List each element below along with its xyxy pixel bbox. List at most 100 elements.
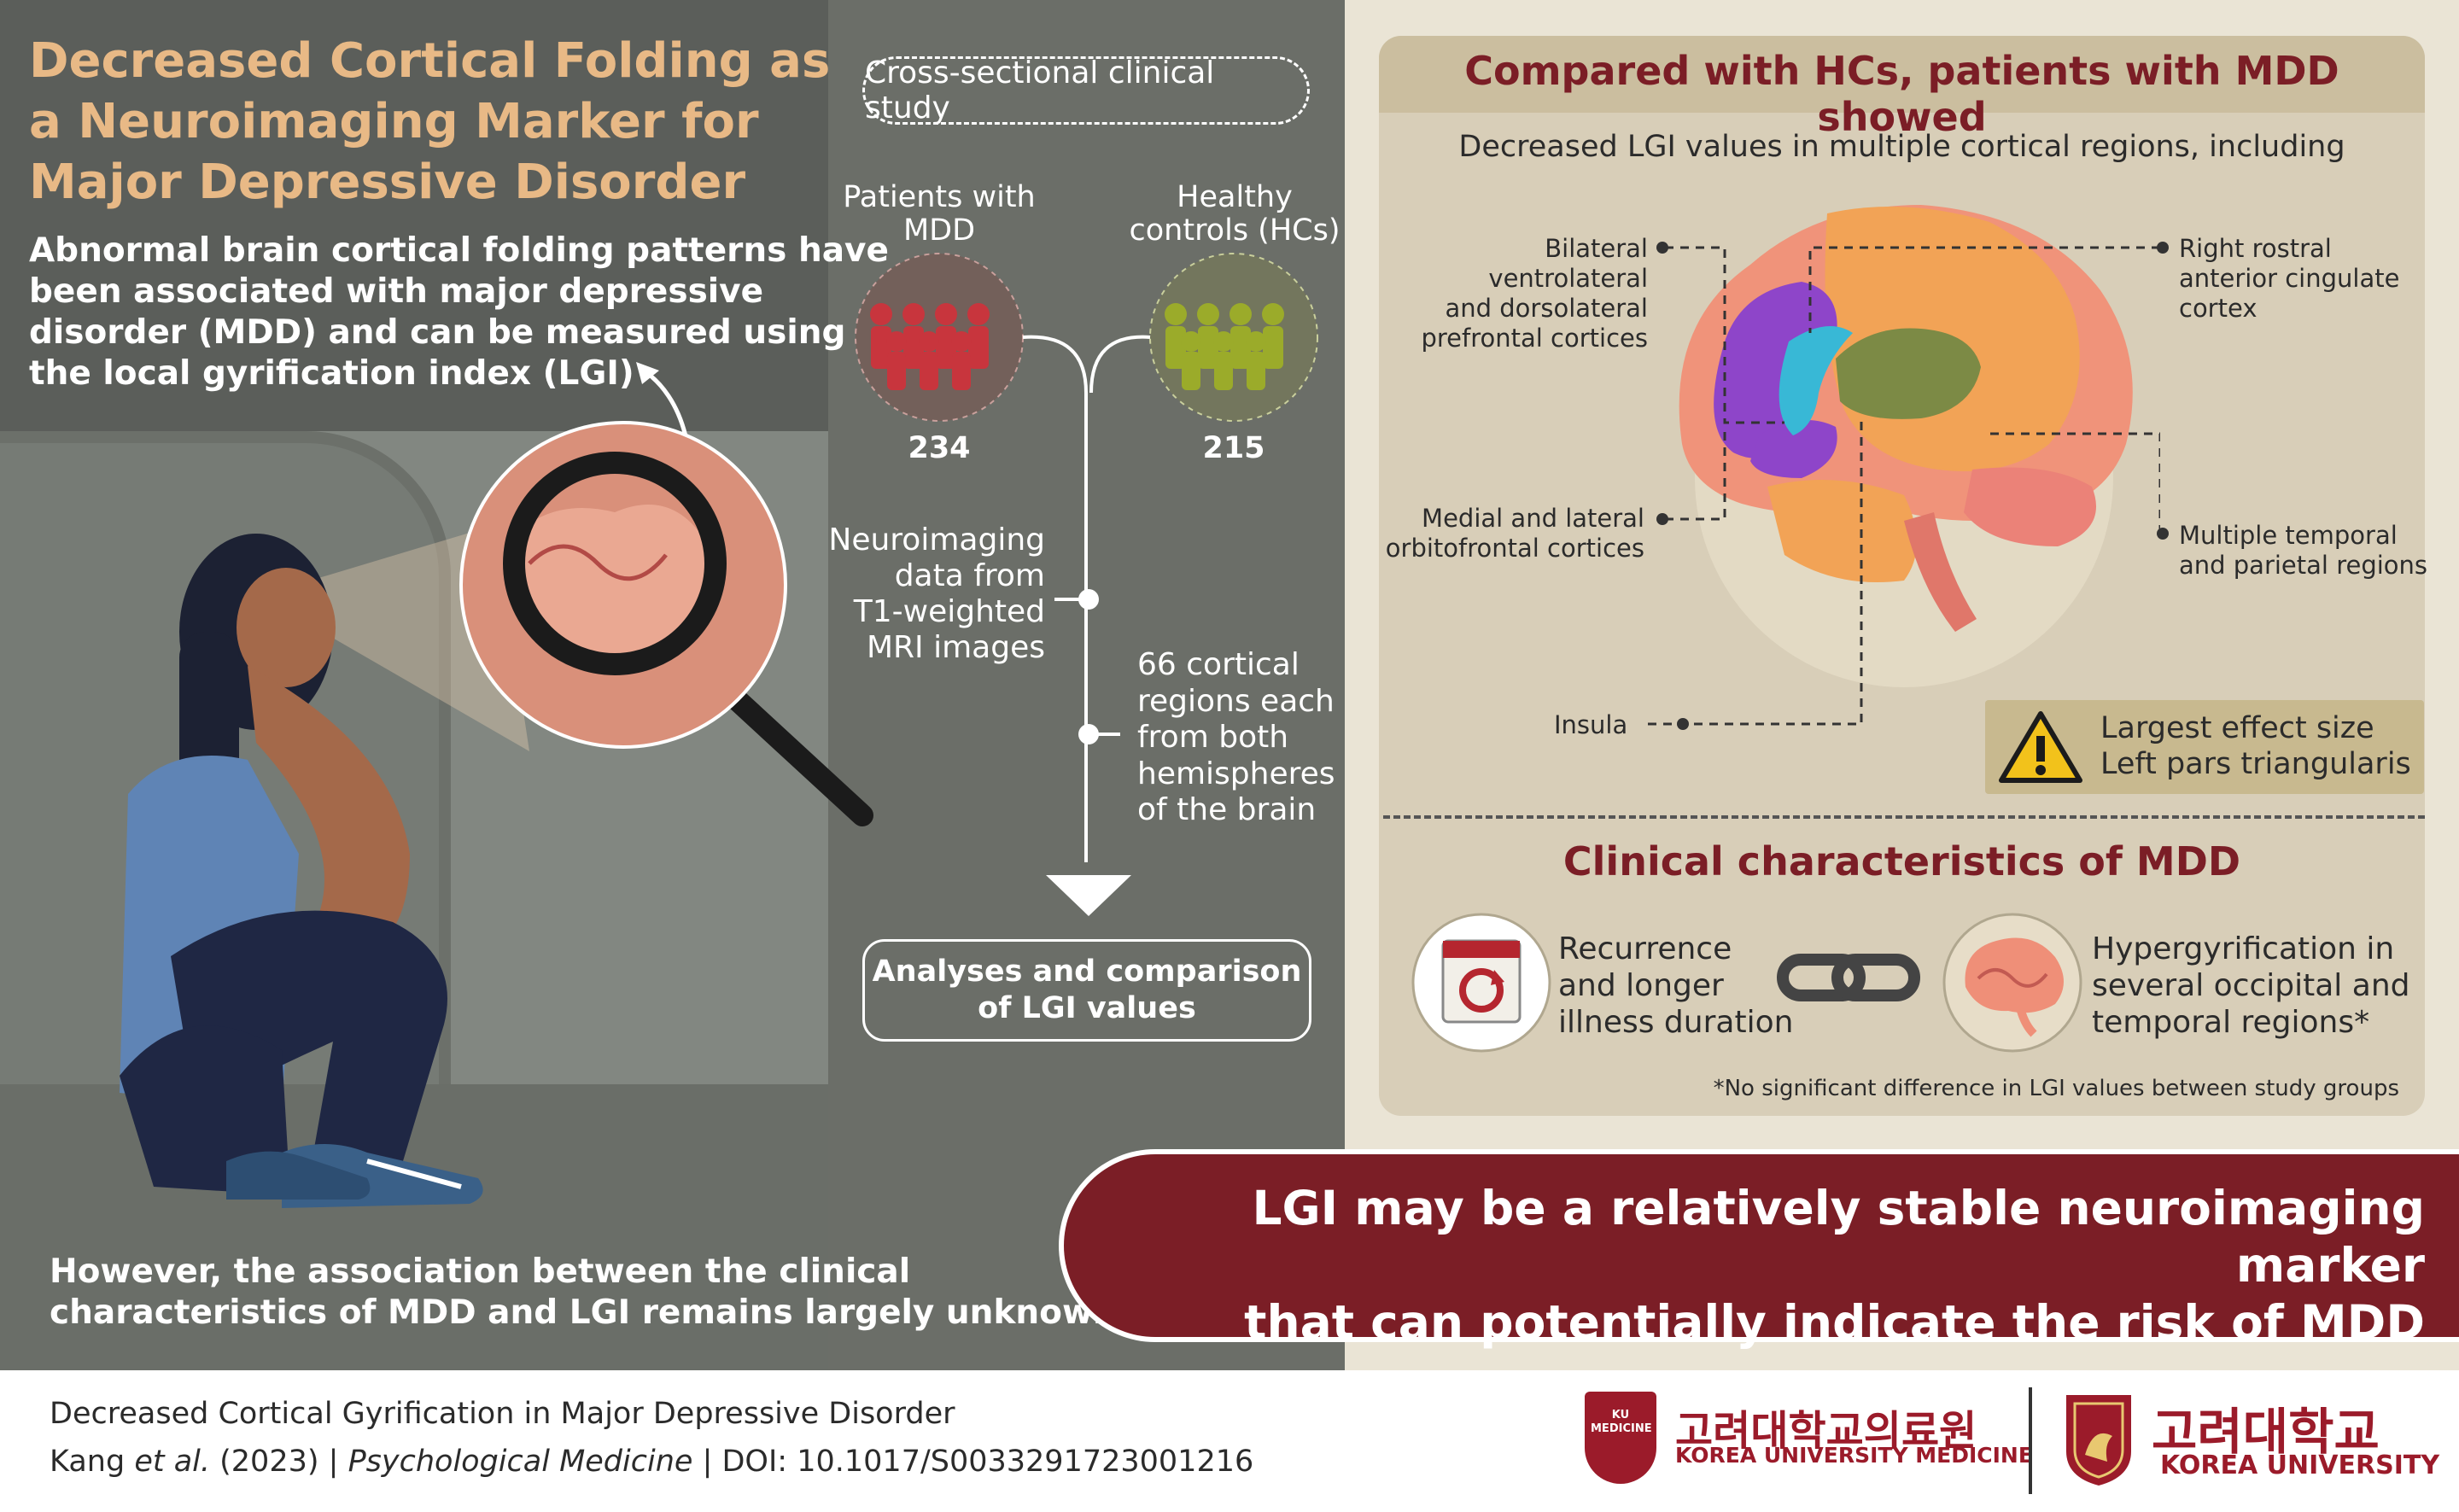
rec-line: and longer — [1558, 968, 1724, 1003]
neuro-node — [1078, 589, 1099, 610]
brain-fold — [528, 544, 668, 581]
hyp-line: several occipital and — [2092, 968, 2410, 1003]
regions-line: from both — [1137, 720, 1289, 755]
brain-illustration — [1679, 205, 2133, 687]
face-hands — [237, 568, 336, 687]
hc-label-line: controls (HCs) — [1129, 213, 1340, 248]
label-line: prefrontal cortices — [1421, 324, 1648, 353]
analyses-box: Analyses and comparison of LGI values — [862, 939, 1311, 1042]
effect-line: Largest effect size — [2100, 711, 2374, 745]
cortical-regions-text: 66 cortical regions each from both hemis… — [1137, 647, 1335, 829]
label-line: and parietal regions — [2179, 551, 2428, 580]
brainstem — [1904, 512, 1977, 632]
intro-line: been associated with major depressive — [29, 272, 764, 311]
magnifier-lens-icon — [503, 452, 727, 675]
study-flow-diagram — [855, 253, 1318, 916]
citation-year: (2023) | — [210, 1445, 348, 1479]
callout-dot — [1656, 513, 1668, 525]
neuro-line: MRI images — [866, 630, 1045, 665]
regions-node — [1078, 724, 1099, 744]
label-line: anterior cingulate — [2179, 264, 2400, 293]
neuro-line: Neuroimaging — [828, 522, 1045, 558]
regions-line: regions each — [1137, 683, 1335, 719]
citation-etal: et al. — [134, 1445, 210, 1479]
label-temporal-parietal: Multiple temporal and parietal regions — [2179, 521, 2427, 581]
green-insula-region — [1836, 328, 1981, 419]
label-line: Medial and lateral — [1422, 504, 1644, 533]
mdd-label-line: Patients with — [843, 180, 1036, 214]
analyses-line: of LGI values — [978, 991, 1196, 1025]
citation-separator: | — [692, 1445, 722, 1479]
conclusion-text: LGI may be a relatively stable neuroimag… — [1110, 1180, 2425, 1351]
left-top-band — [0, 0, 828, 431]
shoe-back — [226, 1151, 371, 1200]
callout-dot — [2157, 242, 2169, 254]
conclusion-line: LGI may be a relatively stable neuroimag… — [1252, 1181, 2425, 1293]
ku-medicine-emblem: KU MEDICINE — [1585, 1392, 1656, 1484]
logo-divider — [2029, 1387, 2032, 1494]
hypergyrification-text: Hypergyrification in several occipital a… — [2092, 931, 2409, 1041]
citation-author: Kang — [50, 1445, 135, 1479]
citation-doi[interactable]: DOI: 10.1017/S0033291723001216 — [721, 1445, 1254, 1479]
arrow-head-icon — [636, 362, 659, 384]
chain-link-icon — [1777, 954, 1920, 1001]
findings-heading: Compared with HCs, patients with MDD sho… — [1464, 48, 2339, 140]
conclusion-banner — [1059, 1149, 2459, 1342]
shoe-lace — [366, 1159, 462, 1189]
down-arrow-icon — [1046, 875, 1131, 916]
regions-line: of the brain — [1137, 792, 1317, 827]
label-insula: Insula — [1554, 710, 1628, 739]
analyses-line: Analyses and comparison — [872, 954, 1302, 989]
mdd-group-label: Patients with MDD — [837, 181, 1042, 248]
brain-icon — [1942, 913, 2082, 1053]
footer — [0, 1370, 2459, 1512]
callout-lines — [1648, 246, 2160, 726]
however-line: However, the association between the cli… — [50, 1252, 911, 1291]
korea-university-crest-icon — [2066, 1395, 2131, 1486]
ku-medicine-badge: KU MEDICINE — [1591, 1409, 1652, 1435]
intro-line: the local gyrification index (LGI) — [29, 354, 634, 393]
conclusion-line: that can potentially indicate the risk o… — [1244, 1295, 2425, 1350]
ku-medicine-korean: 고려대학교의료원 — [1675, 1407, 1977, 1455]
purple-orbitofrontal-region — [1750, 420, 1837, 478]
clinical-heading: Clinical characteristics of MDD — [1562, 838, 2241, 884]
label-prefrontal: Bilateral ventrolateral and dorsolateral… — [1383, 234, 1648, 353]
label-orbitofrontal: Medial and lateral orbitofrontal cortice… — [1383, 504, 1644, 563]
flow-line-mdd — [1022, 335, 1088, 862]
flow-line-hc — [1089, 335, 1151, 394]
mdd-label-line: MDD — [902, 213, 976, 248]
ku-medicine-english: KOREA UNIVERSITY MEDICINE — [1675, 1443, 2033, 1468]
jeans-back — [120, 1025, 290, 1195]
label-line: Multiple temporal — [2179, 521, 2398, 550]
purple-prefrontal-region — [1714, 282, 1837, 458]
jeans — [171, 910, 447, 1195]
title-line: Decreased Cortical Folding as — [29, 33, 831, 89]
label-line: orbitofrontal cortices — [1385, 534, 1644, 563]
section-divider — [1383, 815, 2425, 819]
label-line: cortex — [2179, 294, 2257, 323]
recurrence-text: Recurrence and longer illness duration — [1558, 931, 1793, 1041]
regions-line: 66 cortical — [1137, 647, 1300, 682]
however-text: However, the association between the cli… — [50, 1252, 1117, 1334]
findings-card-header — [1379, 36, 2425, 113]
label-line: and dorsolateral — [1445, 294, 1649, 323]
intro-line: Abnormal brain cortical folding patterns… — [29, 231, 889, 270]
rec-line: Recurrence — [1558, 931, 1732, 966]
callout-dot — [1656, 242, 1668, 254]
footnote: *No significant difference in LGI values… — [1713, 1076, 2399, 1101]
regions-line: hemispheres — [1137, 756, 1335, 791]
intro-text: Abnormal brain cortical folding patterns… — [29, 231, 889, 394]
label-line: Right rostral — [2179, 234, 2332, 263]
paper-title: Decreased Cortical Gyrification in Major… — [50, 1397, 955, 1431]
arm — [248, 666, 410, 956]
ku-english: KOREA UNIVERSITY — [2160, 1451, 2440, 1480]
callout-mof — [1665, 427, 1726, 521]
cerebellum — [1964, 467, 2096, 546]
hyp-line: temporal regions* — [2092, 1005, 2370, 1040]
label-cingulate: Right rostral anterior cingulate cortex — [2179, 234, 2399, 324]
label-line: Bilateral ventrolateral — [1488, 234, 1648, 293]
callout-tp — [1989, 432, 2160, 534]
hc-label-line: Healthy — [1177, 180, 1293, 214]
rec-line: illness duration — [1558, 1005, 1794, 1040]
warning-icon — [1999, 711, 2082, 783]
